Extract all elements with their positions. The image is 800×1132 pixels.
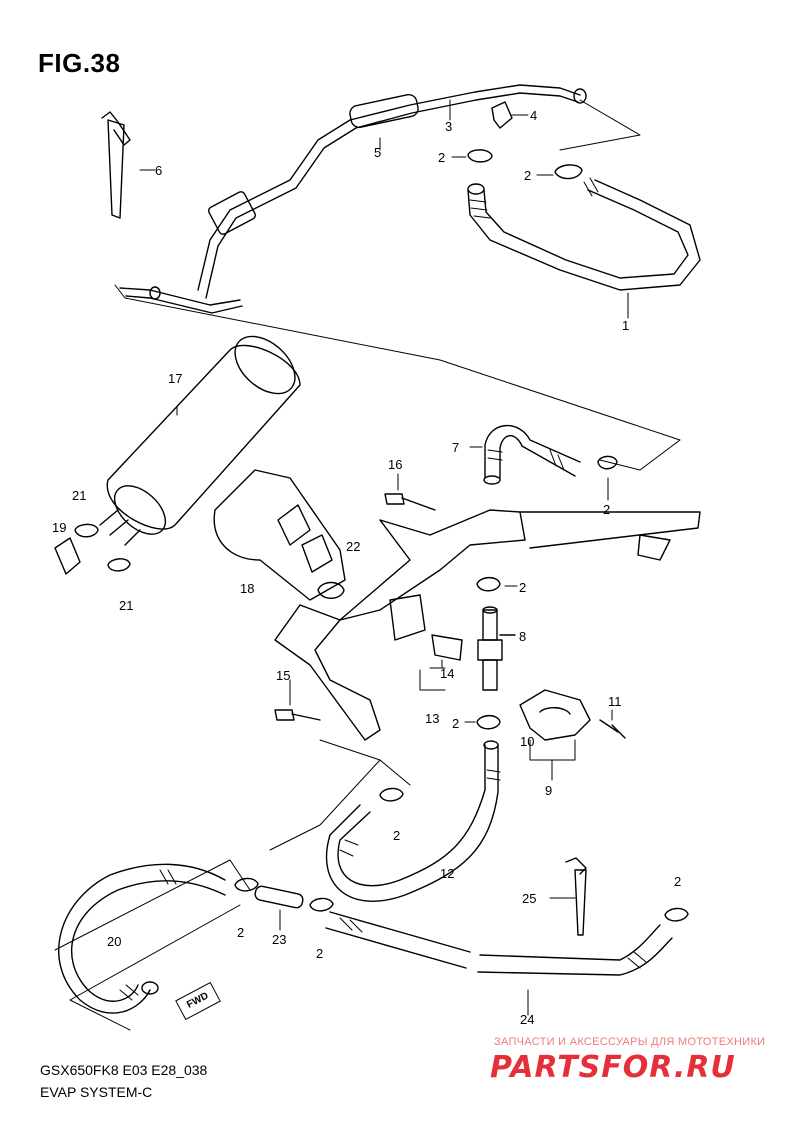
valve-8 xyxy=(464,576,518,730)
callout-4: 4 xyxy=(530,108,537,123)
callout-1: 1 xyxy=(622,318,629,333)
clamp-assembly xyxy=(519,689,626,781)
callout-2-hose24: 2 xyxy=(316,946,323,961)
callout-6: 6 xyxy=(155,163,162,178)
callout-21-upper: 21 xyxy=(72,488,86,503)
tie-25 xyxy=(549,857,587,936)
callout-2-hose7: 2 xyxy=(603,502,610,517)
callout-10: 10 xyxy=(520,734,534,749)
hose-24 xyxy=(309,897,689,1016)
callout-5: 5 xyxy=(374,145,381,160)
callout-2-lower: 2 xyxy=(452,716,459,731)
callout-21-lower: 21 xyxy=(119,598,133,613)
callout-17: 17 xyxy=(168,371,182,386)
callout-15: 15 xyxy=(276,668,290,683)
callout-2-hose12: 2 xyxy=(393,828,400,843)
callout-2-top-a: 2 xyxy=(438,150,445,165)
watermark-tagline: ЗАПЧАСТИ И АКСЕССУАРЫ ДЛЯ МОТОТЕХНИКИ xyxy=(494,1036,766,1048)
joint-23 xyxy=(254,885,304,931)
callout-23: 23 xyxy=(272,932,286,947)
callout-22: 22 xyxy=(346,539,360,554)
callout-12: 12 xyxy=(440,866,454,881)
callout-11: 11 xyxy=(608,694,622,709)
callout-8: 8 xyxy=(519,629,526,644)
callout-9: 9 xyxy=(545,783,552,798)
callout-25: 25 xyxy=(522,891,536,906)
callout-18: 18 xyxy=(240,581,254,596)
callout-14: 14 xyxy=(440,666,454,681)
model-code: GSX650FK8 E03 E28_038 xyxy=(40,1062,208,1078)
hose-12 xyxy=(269,739,501,902)
callout-3: 3 xyxy=(445,119,452,134)
callout-13: 13 xyxy=(425,711,439,726)
upper-hose-assembly xyxy=(101,84,701,471)
callout-7: 7 xyxy=(452,440,459,455)
system-name: EVAP SYSTEM-C xyxy=(40,1084,153,1100)
callout-2-top-b: 2 xyxy=(524,168,531,183)
callout-16: 16 xyxy=(388,457,402,472)
canister xyxy=(54,335,301,575)
hose-20 xyxy=(54,859,259,1031)
callout-2-hose24-end: 2 xyxy=(674,874,681,889)
callout-labels: 17 21 19 21 18 22 16 15 14 13 7 8 2 2 11… xyxy=(52,108,681,1027)
callout-2-valve: 2 xyxy=(519,580,526,595)
figure-title: FIG.38 xyxy=(38,48,121,78)
hose-7 xyxy=(469,424,618,501)
watermark-brand: PARTSFOR.RU xyxy=(490,1050,736,1085)
callout-20: 20 xyxy=(107,934,121,949)
callout-2-hose20: 2 xyxy=(237,925,244,940)
main-bracket xyxy=(274,473,701,741)
callout-24: 24 xyxy=(520,1012,534,1027)
canister-bracket xyxy=(213,469,346,601)
callout-19: 19 xyxy=(52,520,66,535)
